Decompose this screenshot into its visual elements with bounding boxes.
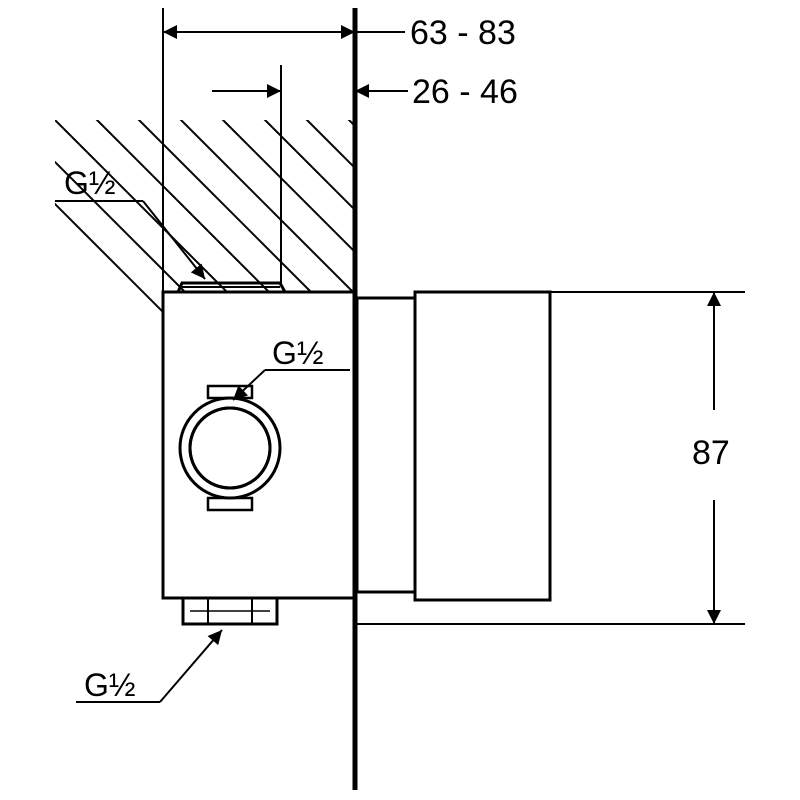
side-outlet — [178, 384, 282, 512]
hatch-line — [158, 120, 355, 790]
hatch-line — [663, 0, 800, 800]
thread-leader-side — [232, 369, 350, 401]
hatch-line — [200, 120, 355, 790]
bottom-connection-nut — [181, 596, 279, 626]
installation-depth-label: 26 - 46 — [412, 73, 518, 111]
hatch-line — [621, 0, 800, 800]
hatch-line — [326, 120, 355, 790]
thread-label-top: G½ — [64, 165, 116, 201]
thread-label-bottom: G½ — [84, 667, 136, 703]
hatch-line — [453, 0, 800, 800]
dimension-installation-depth — [212, 65, 408, 283]
mounting-sleeve — [355, 296, 417, 594]
thread-leader-bottom — [76, 629, 223, 703]
hatch-line — [74, 120, 355, 790]
hatch-line — [411, 0, 800, 800]
valve-body — [161, 290, 357, 600]
overall-depth-label: 63 - 83 — [410, 14, 516, 52]
thread-leader-top — [55, 200, 206, 280]
dimension-overall-depth — [162, 8, 405, 292]
hatch-line — [242, 120, 355, 790]
top-connection-nut — [176, 281, 287, 293]
cover-cap — [413, 290, 552, 602]
hatch-line — [705, 0, 800, 800]
hatch-line — [369, 0, 800, 800]
hatch-line — [284, 120, 355, 790]
hatch-line — [55, 120, 355, 790]
hatch-line — [579, 0, 800, 800]
hatch-line — [495, 0, 800, 800]
height-label: 87 — [692, 434, 730, 472]
dimension-height — [355, 291, 745, 625]
thread-label-side: G½ — [272, 335, 324, 371]
hatch-line — [537, 0, 800, 800]
hatch-line — [55, 120, 355, 790]
